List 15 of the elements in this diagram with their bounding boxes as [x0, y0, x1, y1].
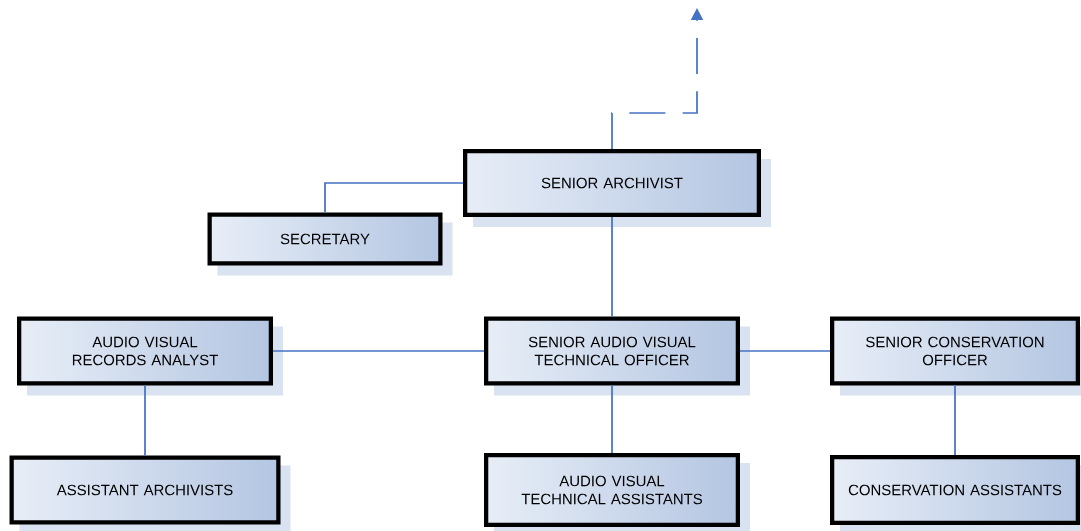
position-box: SENIOR ARCHIVIST: [463, 149, 771, 227]
position-box: AUDIO VISUAL RECORDS ANALYST: [17, 316, 283, 396]
connector-line: [272, 350, 485, 352]
connector-line: [611, 216, 613, 318]
connector-line: [324, 182, 464, 214]
connector-line: [144, 384, 146, 457]
connector-line: [739, 350, 831, 352]
position-box: SENIOR AUDIO VISUAL TECHNICAL OFFICER: [484, 316, 750, 396]
position-box: SENIOR CONSERVATION OFFICER: [830, 316, 1081, 396]
position-box: ASSISTANT ARCHIVISTS: [9, 455, 291, 531]
position-box: AUDIO VISUAL TECHNICAL ASSISTANTS: [484, 453, 750, 531]
connector-line: [611, 384, 613, 454]
position-box: SECRETARY: [207, 212, 453, 276]
connector-line: [954, 384, 956, 456]
position-box: CONSERVATION ASSISTANTS: [830, 455, 1081, 531]
